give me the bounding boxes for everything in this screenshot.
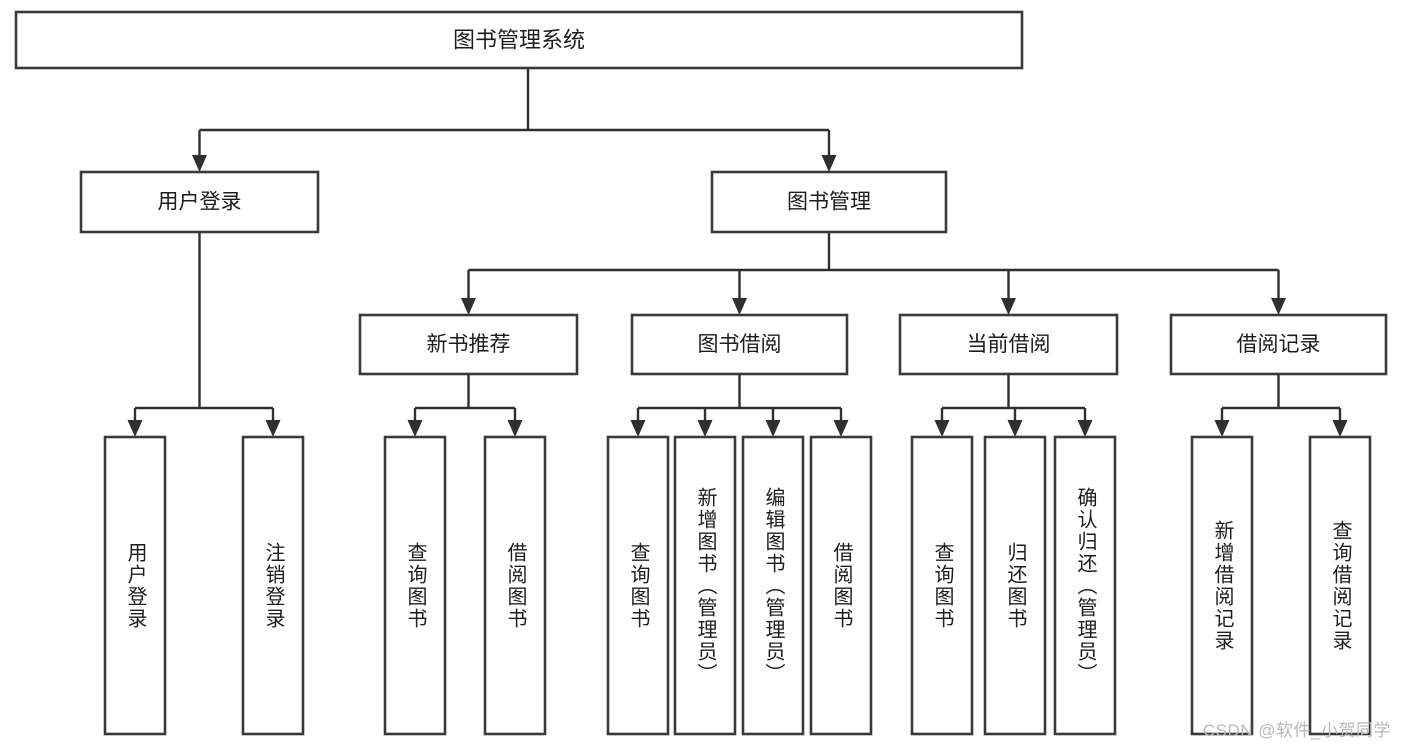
leaf-node-6 bbox=[741, 435, 805, 736]
arrow-to-leaf-1 bbox=[1332, 420, 1348, 437]
node-label: 图书借阅 bbox=[698, 333, 782, 356]
leaf-node-12 bbox=[1308, 435, 1372, 736]
level3-node-图书借阅 bbox=[630, 313, 849, 376]
arrow-to-借阅记录 bbox=[1271, 298, 1286, 315]
watermark-text: CSDN @软件_小贺同学 bbox=[1202, 721, 1391, 740]
arrow-to-图书借阅 bbox=[732, 298, 747, 315]
node-label: 图书管理系统 bbox=[453, 28, 585, 53]
node-box-rect bbox=[79, 170, 320, 234]
node-label: 图书管理 bbox=[787, 191, 871, 214]
level3-node-新书推荐 bbox=[358, 313, 579, 376]
level2-node-用户登录 bbox=[79, 170, 320, 234]
node-box-rect bbox=[710, 170, 948, 234]
leaf-node-4 bbox=[606, 435, 670, 736]
node-box-rect bbox=[898, 313, 1119, 376]
leaf-node-2 bbox=[383, 435, 447, 736]
level3-node-当前借阅 bbox=[898, 313, 1119, 376]
arrow-to-leaf-0 bbox=[407, 420, 423, 437]
node-box-rect bbox=[1169, 313, 1388, 376]
leaf-node-8 bbox=[910, 435, 974, 736]
arrow-to-leaf-0 bbox=[1214, 420, 1230, 437]
node-box-rect bbox=[630, 313, 849, 376]
arrow-to-leaf-0 bbox=[934, 420, 950, 437]
leaf-node-3 bbox=[483, 435, 547, 736]
leaf-node-5 bbox=[673, 435, 737, 736]
leaf-node-10 bbox=[1053, 435, 1117, 736]
root-node-图书管理系统 bbox=[14, 10, 1024, 70]
level2-node-图书管理 bbox=[710, 170, 948, 234]
arrow-to-leaf-0 bbox=[630, 420, 646, 437]
arrow-to-user-leaf-0 bbox=[127, 420, 143, 437]
level3-node-借阅记录 bbox=[1169, 313, 1388, 376]
boxes-layer bbox=[14, 10, 1388, 736]
node-label: 新书推荐 bbox=[427, 333, 511, 356]
node-label: 当前借阅 bbox=[967, 333, 1051, 356]
arrow-to-leaf-2 bbox=[1077, 420, 1093, 437]
arrow-to-user-leaf-1 bbox=[265, 420, 281, 437]
leaf-node-11 bbox=[1190, 435, 1254, 736]
leaf-node-7 bbox=[809, 435, 873, 736]
arrow-to-新书推荐 bbox=[461, 298, 476, 315]
arrow-to-leaf-3 bbox=[833, 420, 849, 437]
arrow-to-leaf-1 bbox=[1007, 420, 1023, 437]
arrow-to-leaf-2 bbox=[765, 420, 781, 437]
leaf-node-1 bbox=[241, 435, 305, 736]
arrow-to-当前借阅 bbox=[1001, 298, 1016, 315]
arrow-to-用户登录 bbox=[192, 155, 207, 172]
connectors-layer bbox=[127, 68, 1348, 437]
node-label: 借阅记录 bbox=[1237, 333, 1321, 356]
arrow-to-leaf-1 bbox=[697, 420, 713, 437]
leaf-node-9 bbox=[983, 435, 1047, 736]
arrow-to-leaf-1 bbox=[507, 420, 523, 437]
node-label: 用户登录 bbox=[158, 191, 242, 214]
node-box-rect bbox=[358, 313, 579, 376]
node-box-rect bbox=[14, 10, 1024, 70]
arrow-to-图书管理 bbox=[821, 155, 837, 172]
leaf-node-0 bbox=[103, 435, 167, 736]
